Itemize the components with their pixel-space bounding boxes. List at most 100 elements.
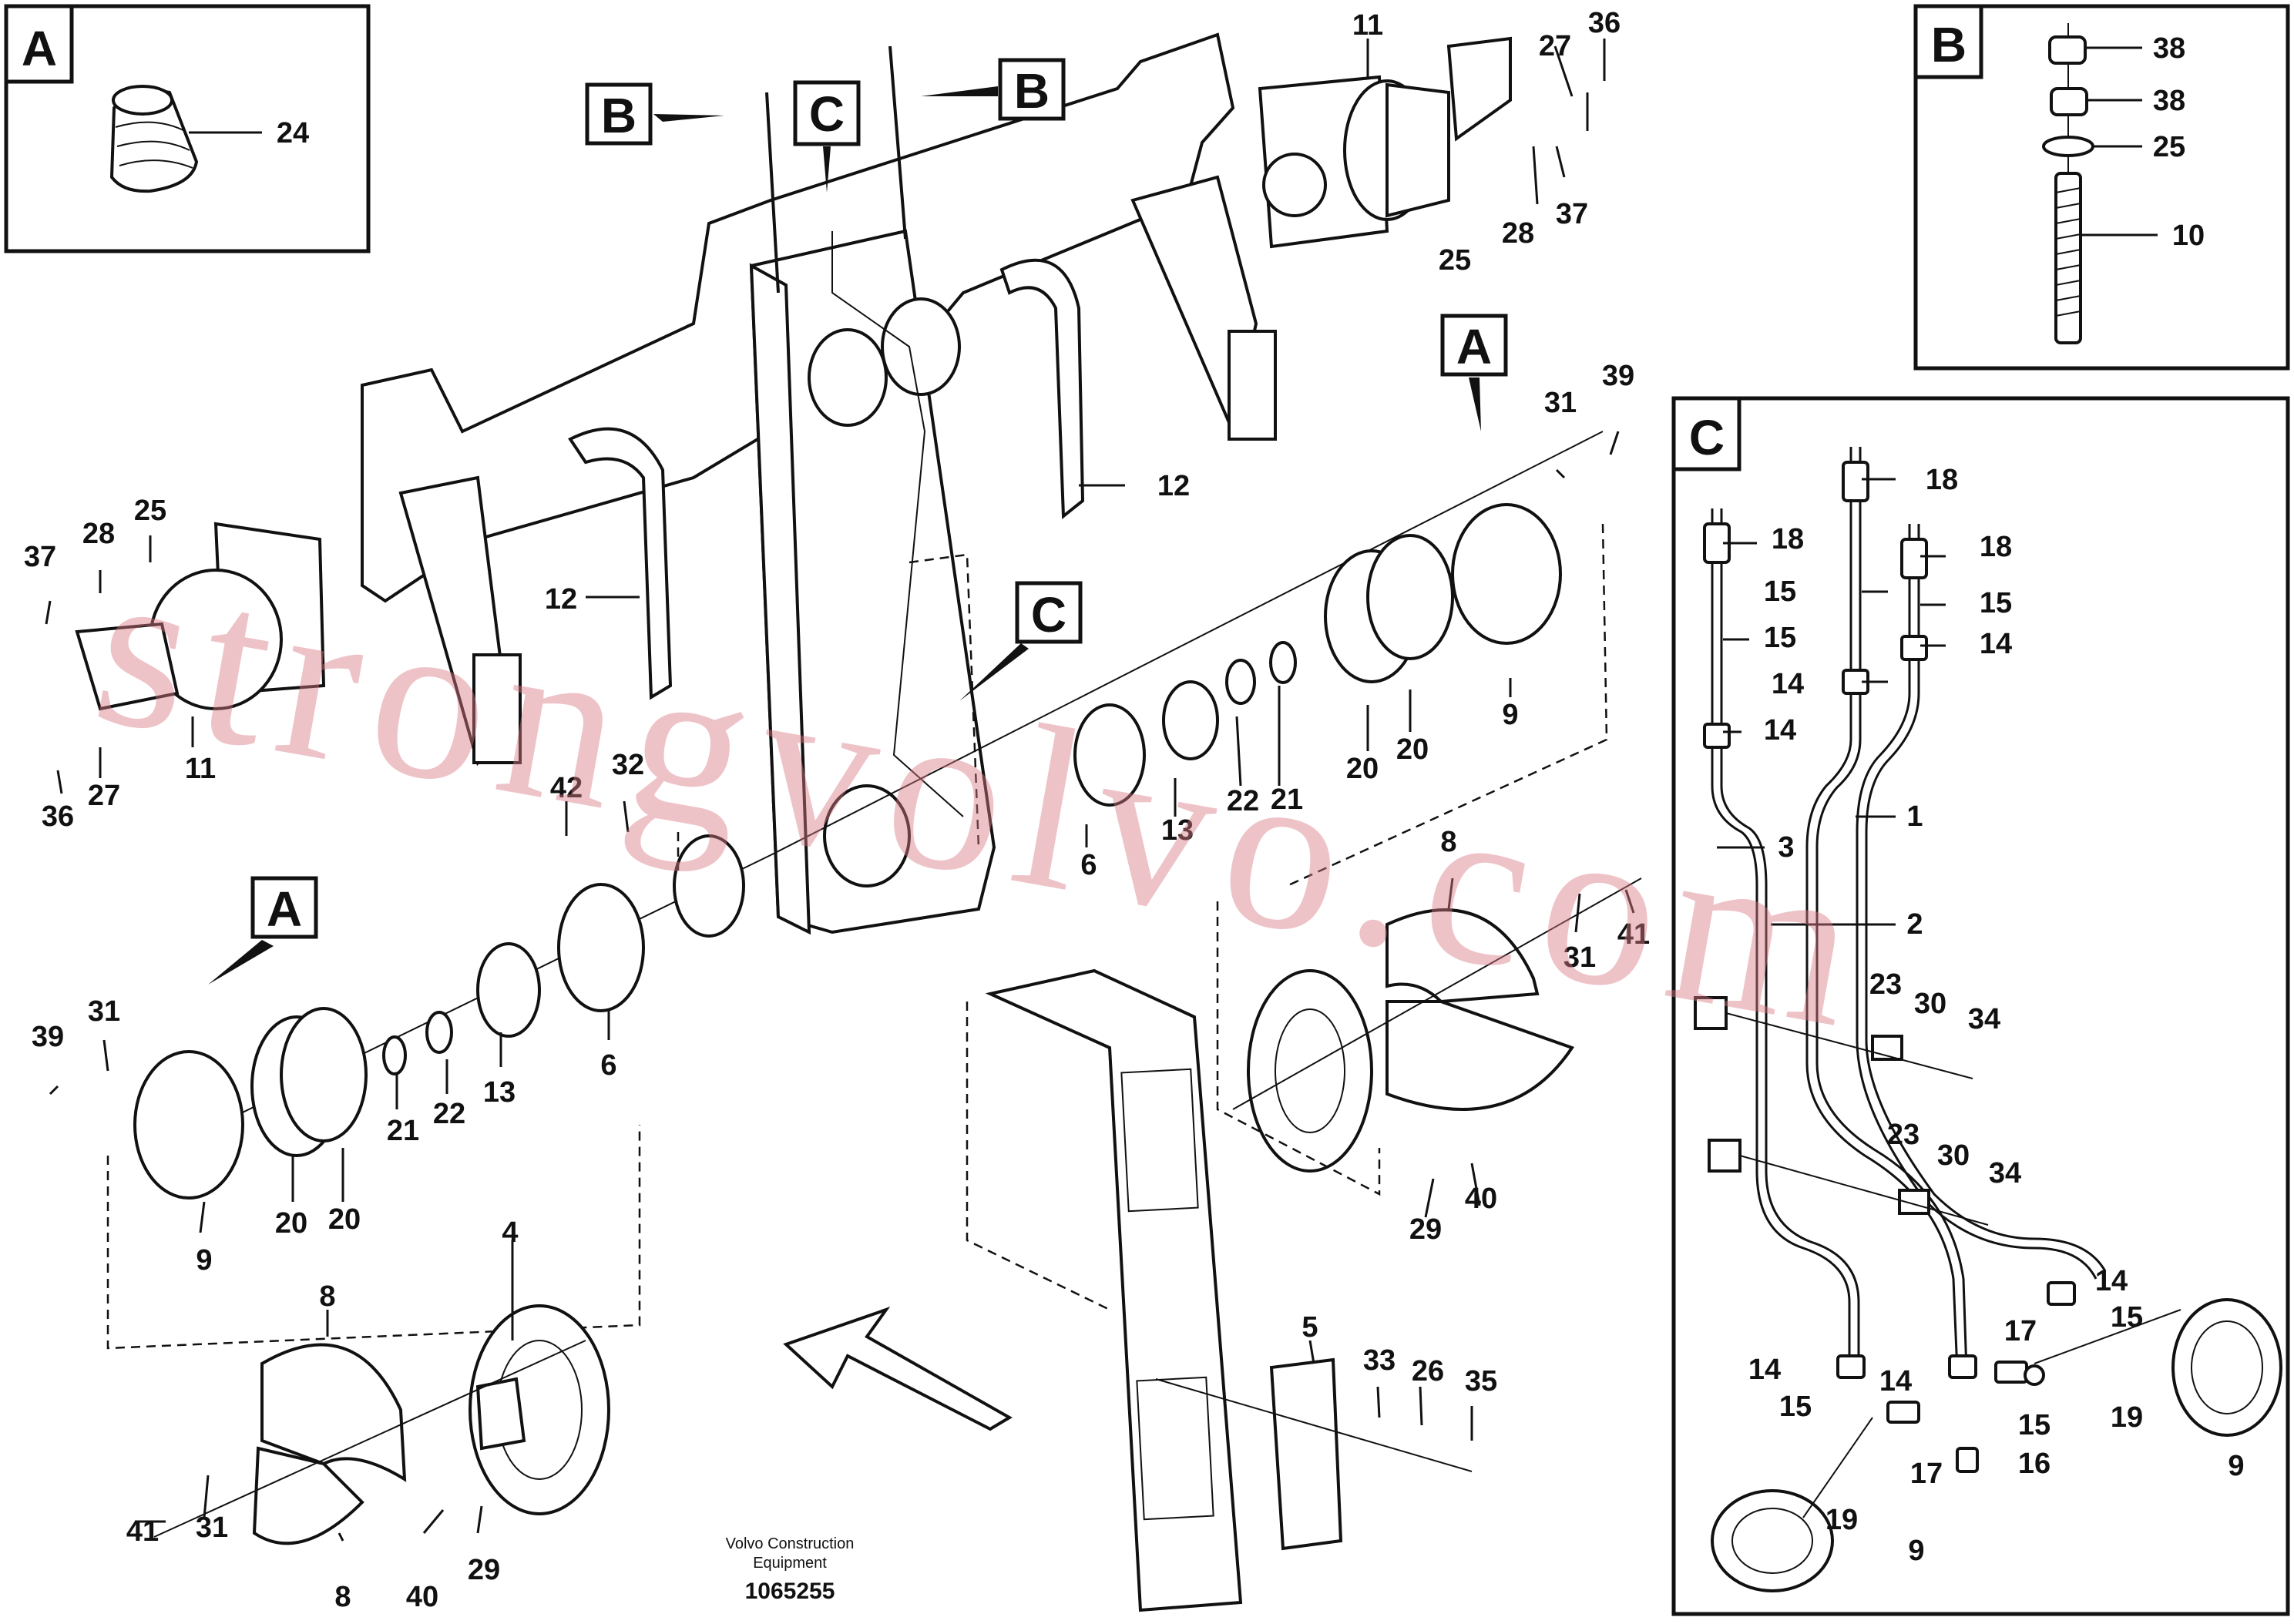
callout-b-right: B [921, 58, 1066, 121]
label-20: 20 [1396, 733, 1429, 766]
label-39: 39 [32, 1021, 64, 1053]
svg-text:A: A [1456, 319, 1492, 374]
callout-c-top: C [793, 80, 861, 193]
drive-chain-left [568, 427, 673, 700]
label-13: 13 [1161, 814, 1194, 847]
label-14: 14 [1748, 1354, 1781, 1386]
label-22: 22 [433, 1098, 465, 1130]
label-25: 25 [134, 495, 166, 527]
label-28: 28 [82, 518, 115, 550]
label-31: 31 [1544, 387, 1577, 419]
label-37: 37 [24, 541, 56, 573]
label-19: 19 [1825, 1504, 1858, 1536]
label-3: 3 [1778, 831, 1794, 864]
label-33: 33 [1363, 1344, 1396, 1377]
svg-text:C: C [809, 86, 845, 142]
label-23: 23 [1869, 968, 1902, 1001]
document-number: 1065255 [745, 1579, 835, 1604]
label-31: 31 [1563, 941, 1596, 974]
label-29: 29 [468, 1554, 500, 1586]
label-15: 15 [2018, 1409, 2050, 1441]
label-5: 5 [1302, 1311, 1318, 1344]
label-20: 20 [1346, 753, 1379, 785]
part-labels: 11 27 36 37 28 25 12 12 37 28 25 11 36 2… [24, 7, 1650, 1613]
credit-line-2: Equipment [753, 1555, 827, 1572]
lower-axle-assembly [106, 832, 771, 1350]
label-22: 22 [1227, 785, 1259, 817]
label-14: 14 [1764, 714, 1796, 747]
label-24: 24 [277, 117, 309, 149]
label-17: 17 [2004, 1315, 2037, 1347]
label-28: 28 [1502, 217, 1534, 250]
label-35: 35 [1465, 1365, 1497, 1398]
label-27: 27 [88, 780, 120, 812]
label-14: 14 [1772, 668, 1804, 700]
lower-bearing-left [153, 1304, 610, 1545]
drive-chain-right [999, 258, 1085, 520]
label-11: 11 [1352, 9, 1383, 42]
label-18: 18 [1980, 531, 2012, 563]
motor-left [75, 522, 326, 711]
label-17: 17 [1910, 1458, 1943, 1490]
label-12: 12 [545, 583, 577, 616]
callout-a-right: A [1440, 314, 1508, 431]
label-40: 40 [406, 1581, 438, 1613]
callout-a-left: A [208, 876, 318, 985]
label-41: 41 [1617, 918, 1650, 951]
label-2: 2 [1906, 908, 1923, 941]
detail-box-a: A 24 [4, 4, 371, 253]
label-19: 19 [2111, 1401, 2143, 1434]
label-9: 9 [1908, 1535, 1924, 1567]
callout-c-mid: C [959, 581, 1083, 701]
label-23: 23 [1887, 1119, 1920, 1151]
detail-box-c: C [1671, 396, 2290, 1616]
label-26: 26 [1412, 1355, 1444, 1387]
leader-lines [45, 39, 1635, 1542]
label-14: 14 [1980, 628, 2012, 660]
mounting-plate [966, 968, 1473, 1612]
detail-letter-b: B [1931, 17, 1967, 72]
label-10: 10 [2172, 220, 2205, 252]
label-6: 6 [600, 1049, 616, 1082]
svg-text:B: B [601, 88, 636, 143]
label-15: 15 [2111, 1301, 2143, 1334]
label-30: 30 [1914, 988, 1946, 1020]
label-25: 25 [1439, 244, 1471, 277]
label-1: 1 [1906, 800, 1923, 833]
label-18: 18 [1772, 523, 1804, 555]
label-16: 16 [2018, 1448, 2050, 1480]
label-38: 38 [2153, 85, 2185, 117]
label-9: 9 [2228, 1450, 2244, 1482]
label-4: 4 [502, 1216, 518, 1249]
label-20: 20 [328, 1203, 361, 1236]
label-42: 42 [550, 772, 583, 804]
label-29: 29 [1409, 1213, 1442, 1246]
label-39: 39 [1602, 360, 1634, 392]
svg-text:A: A [267, 881, 302, 937]
label-37: 37 [1556, 198, 1588, 230]
label-36: 36 [42, 800, 74, 833]
lower-bearing-right [1216, 877, 1642, 1196]
label-14: 14 [2095, 1265, 2128, 1297]
label-15: 15 [1779, 1391, 1812, 1423]
label-21: 21 [1271, 783, 1303, 816]
label-9: 9 [1502, 699, 1518, 731]
label-11: 11 [185, 753, 216, 785]
label-36: 36 [1588, 7, 1621, 39]
label-15: 15 [1764, 622, 1796, 654]
credit-line-1: Volvo Construction [726, 1535, 855, 1552]
label-15: 15 [1980, 587, 2012, 619]
callout-b-left: B [585, 82, 724, 146]
detail-letter-a: A [22, 21, 57, 76]
label-18: 18 [1926, 464, 1958, 496]
label-27: 27 [1539, 30, 1571, 62]
set-screw-part [109, 85, 199, 193]
svg-text:B: B [1014, 63, 1050, 119]
label-34: 34 [1989, 1157, 2021, 1189]
label-8: 8 [319, 1280, 335, 1313]
label-9: 9 [196, 1244, 212, 1277]
detail-letter-c: C [1689, 410, 1725, 465]
label-14: 14 [1879, 1365, 1912, 1398]
